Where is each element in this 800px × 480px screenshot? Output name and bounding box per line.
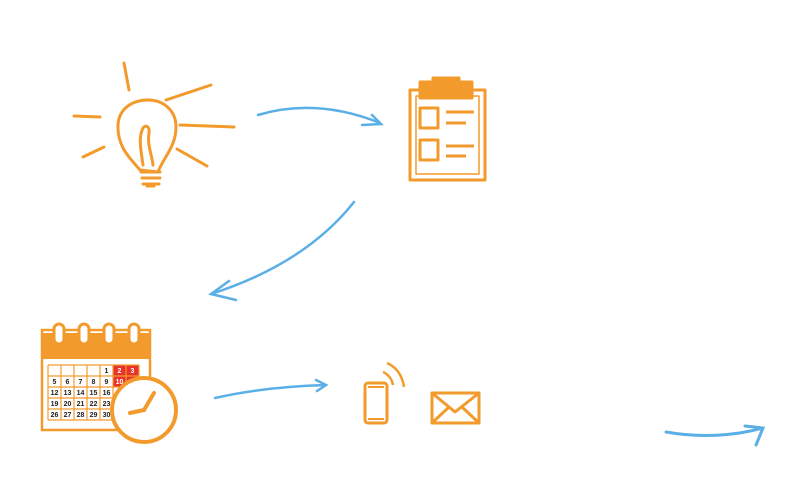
calendar-day: 16 <box>103 390 111 397</box>
arrow-calendar-to-phone <box>213 378 329 400</box>
calendar-day: 27 <box>64 412 72 419</box>
calendar-day: 9 <box>105 379 109 386</box>
calendar-day: 13 <box>64 390 72 397</box>
calendar-day: 28 <box>77 412 85 419</box>
phone-icon <box>363 361 406 425</box>
calendar-day: 15 <box>90 390 98 397</box>
calendar-day: 7 <box>79 379 83 386</box>
calendar-day: 10 <box>116 379 124 386</box>
clipboard-icon <box>408 76 487 182</box>
arrow-bulb-to-clipboard <box>256 106 384 127</box>
calendar-day: 30 <box>103 412 111 419</box>
calendar-day: 2 <box>118 368 122 375</box>
lightbulb-icon <box>72 61 236 188</box>
calendar-day: 8 <box>92 379 96 386</box>
calendar-day: 5 <box>53 379 57 386</box>
calendar-day: 14 <box>77 390 85 397</box>
arrow-clipboard-to-calendar <box>208 200 356 302</box>
clock-icon <box>110 376 178 444</box>
calendar-day: 3 <box>131 368 135 375</box>
calendar-day: 22 <box>90 401 98 408</box>
envelope-icon <box>430 391 481 425</box>
calendar-day: 21 <box>77 401 85 408</box>
calendar-day: 26 <box>51 412 59 419</box>
calendar-day: 19 <box>51 401 59 408</box>
calendar-day: 29 <box>90 412 98 419</box>
calendar-day: 20 <box>64 401 72 408</box>
arrow-outgoing <box>664 424 766 447</box>
calendar-day: 12 <box>51 390 59 397</box>
calendar-day: 1 <box>105 368 109 375</box>
calendar-day: 6 <box>66 379 70 386</box>
calendar-day: 23 <box>103 401 111 408</box>
